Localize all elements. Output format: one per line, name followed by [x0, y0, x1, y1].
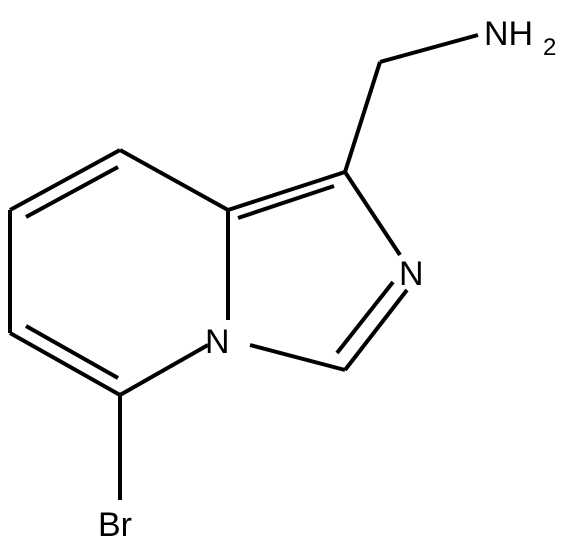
bond-c3-n4	[249, 343, 346, 372]
bond-ch2-nh2	[379, 33, 479, 64]
imidazole-n-label: N	[399, 255, 424, 293]
bond-c8-c7-inner	[25, 165, 119, 219]
bond-c8a-c8	[119, 148, 229, 212]
bond-c8-c7	[9, 148, 121, 212]
bond-c1-c8a	[227, 170, 346, 212]
bond-n2-c3	[343, 288, 409, 372]
bromine-label: Br	[98, 506, 132, 544]
bond-c1-n2	[343, 170, 402, 257]
nh2-subscript: 2	[543, 34, 556, 61]
bridgehead-n-label: N	[205, 323, 230, 361]
nh2-label: NH	[484, 15, 533, 53]
bond-c5-n4	[119, 343, 209, 397]
bond-c1-ch2	[343, 61, 382, 173]
bond-c6-c5-inner	[25, 324, 119, 380]
bond-c1-c8a-inner	[237, 184, 335, 220]
bond-n2-c3-inner	[335, 280, 395, 355]
bond-c6-c5	[9, 331, 121, 397]
